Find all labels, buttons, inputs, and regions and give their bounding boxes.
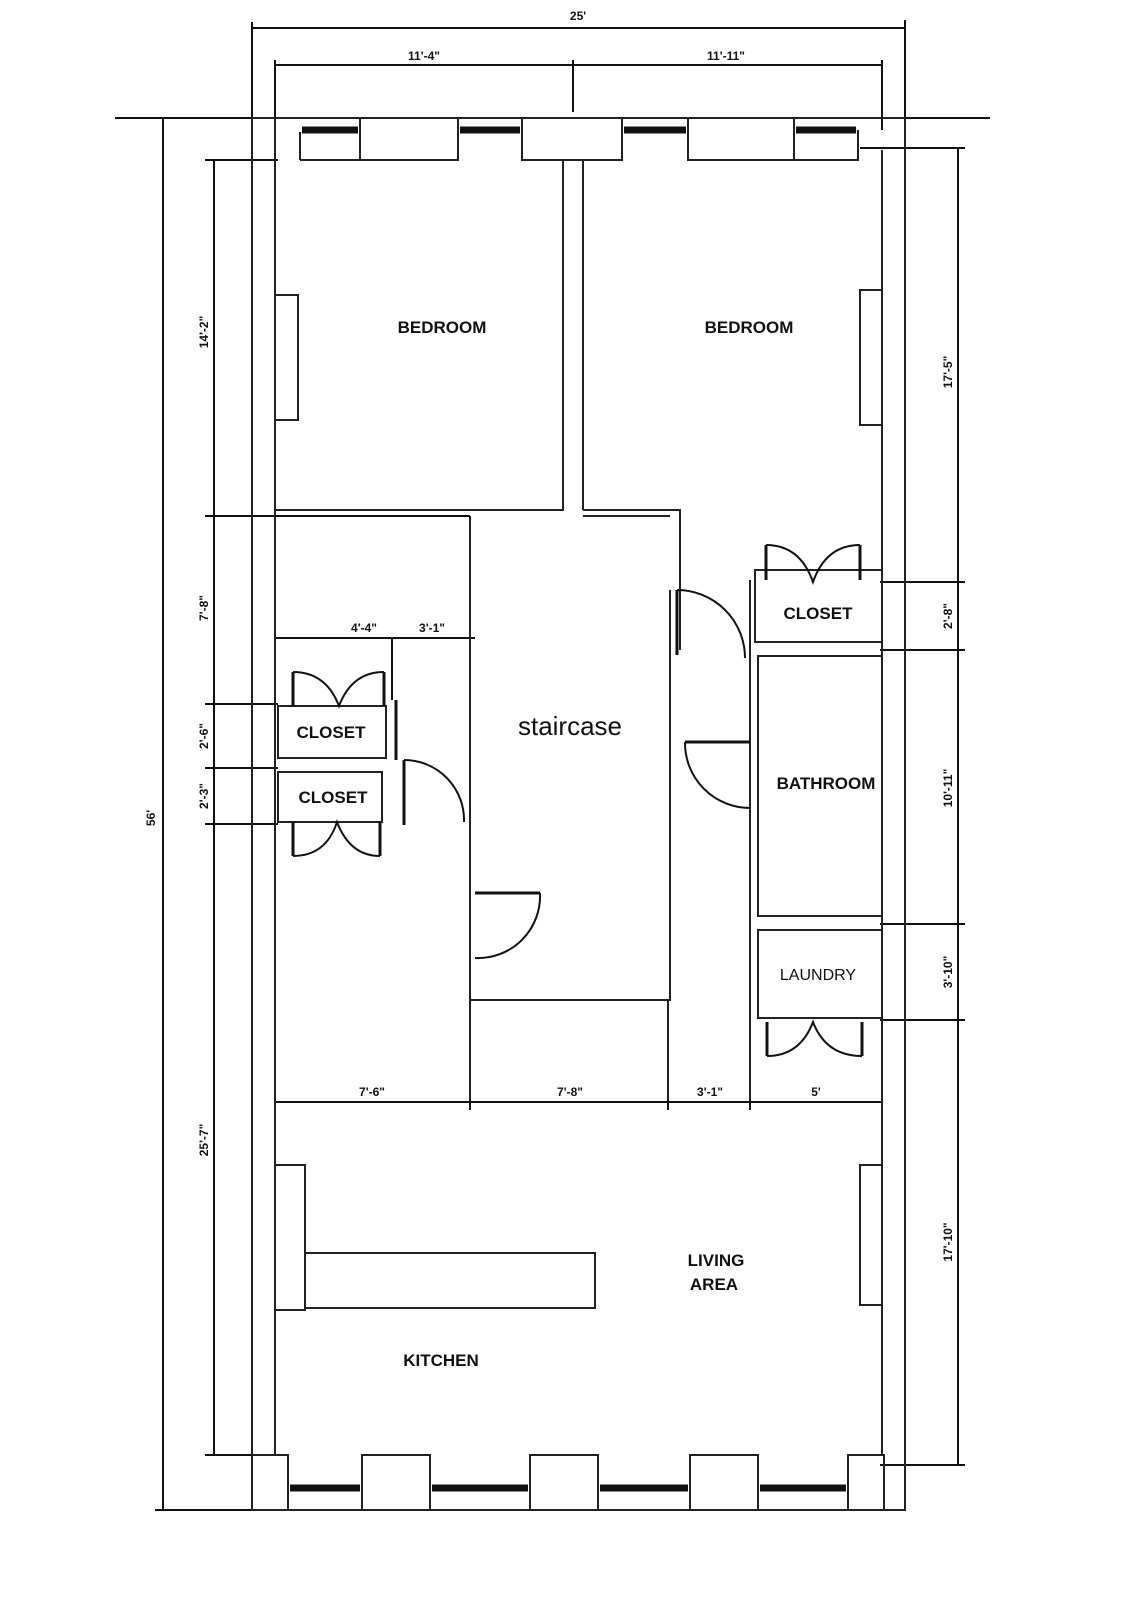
doors [291, 544, 864, 1057]
dim-bottom-1: 7'-6" [359, 1085, 385, 1099]
dim-bottom-4: 5' [811, 1085, 821, 1099]
windows [290, 126, 856, 1492]
dim-total-width: 25' [570, 9, 586, 23]
room-label-bedroom-left: BEDROOM [398, 318, 487, 337]
dim-right-living: 17'-10" [941, 1222, 955, 1261]
dim-closet-lower: 2'-3" [197, 783, 211, 809]
room-label-closet-left-lower: CLOSET [299, 788, 369, 807]
walls [251, 117, 906, 1511]
dim-left-bedroom: 14'-2" [197, 316, 211, 349]
room-label-bedroom-right: BEDROOM [705, 318, 794, 337]
dim-bathroom: 10'-11" [941, 769, 955, 808]
room-label-area: AREA [690, 1275, 738, 1294]
dim-left-hall: 7'-8" [197, 595, 211, 621]
dim-left-living: 25'-7" [197, 1124, 211, 1157]
dim-closet-width: 4'-4" [351, 621, 377, 635]
room-label-closet-left-upper: CLOSET [297, 723, 367, 742]
dim-closet-upper: 2'-6" [197, 723, 211, 749]
dim-right-bedroom: 17'-5" [941, 356, 955, 389]
room-label-living: LIVING [688, 1251, 745, 1270]
dim-hall-width: 3'-1" [419, 621, 445, 635]
dim-laundry: 3'-10" [941, 956, 955, 989]
dim-bottom-3: 3'-1" [697, 1085, 723, 1099]
dimension-lines [115, 20, 990, 1511]
room-label-staircase: staircase [518, 711, 622, 741]
dim-right-closet: 2'-8" [941, 603, 955, 629]
dim-left-width: 11'-4" [408, 49, 440, 63]
room-label-closet-right: CLOSET [784, 604, 854, 623]
room-label-kitchen: KITCHEN [403, 1351, 479, 1370]
dim-total-length: 56' [144, 810, 158, 826]
dim-right-width: 11'-11" [707, 49, 745, 63]
room-label-laundry: LAUNDRY [780, 967, 857, 984]
room-label-bathroom: BATHROOM [777, 774, 876, 793]
dim-bottom-2: 7'-8" [557, 1085, 583, 1099]
